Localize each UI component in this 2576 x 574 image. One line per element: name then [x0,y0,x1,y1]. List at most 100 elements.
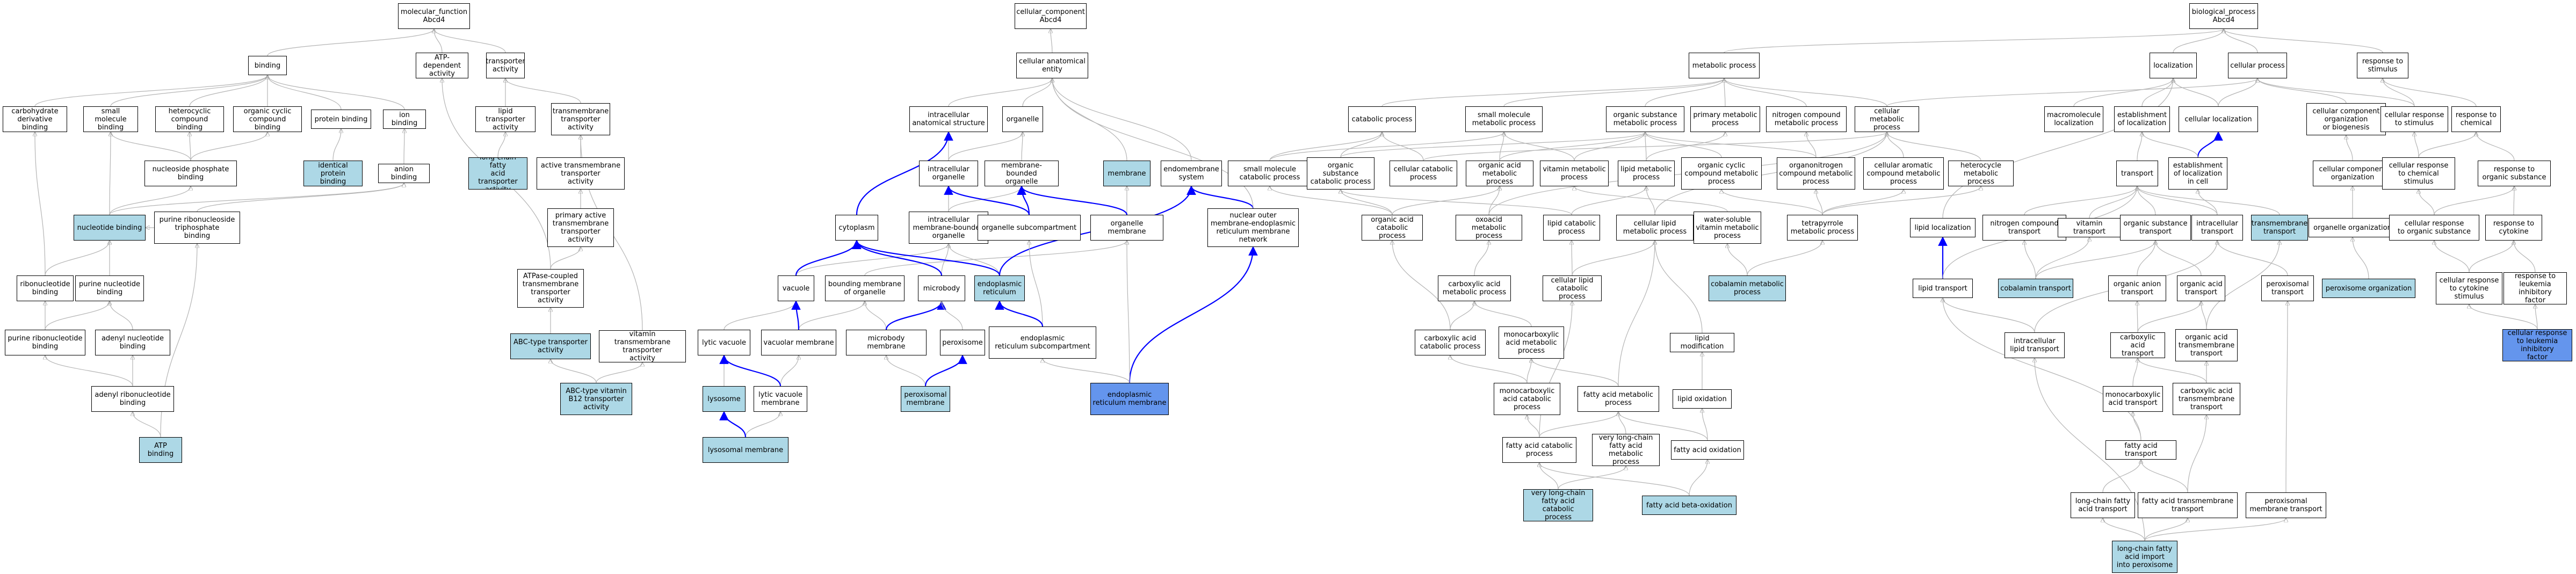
is-a-edge-ribonuc-to-nucbind [45,241,110,276]
is-a-edge-vitmp-to-smmp [1504,132,1575,161]
go-term-node-lipidtrans: lipid transport [1913,279,1973,298]
is-a-edge-lytvacmem-to-vacmem [780,355,799,387]
go-term-node-nitmp: nitrogen compound metabolic process [1766,106,1847,132]
is-a-edge-mbo-to-organelle [1022,132,1023,161]
go-term-node-organelle: organelle [1002,106,1043,132]
part-of-edge-er-to-cytoplasm [852,239,1001,276]
go-term-node-rtlif: response to leukemia inhibitory factor [2503,272,2567,304]
is-a-edge-cellmp-to-cellproc [1886,78,2257,107]
is-a-edge-oatmtrans-to-tmtrans [2206,241,2280,330]
part-of-edge-orgmem-to-mbo [1017,185,1128,215]
is-a-edge-protbind-to-binding [267,75,342,110]
go-term-node-lysmem: lysosomal membrane [703,437,788,463]
is-a-edge-lipmod-to-celllip [1655,241,1703,333]
go-term-node-celllipcat: cellular lipid catabolic process [1543,275,1602,301]
go-term-node-nucouter: nuclear outer membrane-endoplasmic retic… [1207,208,1299,247]
go-term-node-orgsub: organelle subcompartment [978,215,1081,241]
go-term-node-monomp: monocarboxylic acid metabolic process [1499,326,1564,359]
go-term-node-ribonuc: ribonucleotide binding [17,275,74,301]
go-term-node-lipidtr: lipid transporter activity [475,106,536,132]
go-term-node-peroxmtrans: peroxisomal membrane transport [2246,492,2326,518]
is-a-edge-carbmp-to-oxoacid [1474,241,1489,276]
go-term-node-rts: response to stimulus [2357,53,2408,78]
is-a-edge-lcfatr-to-lipidtr [497,132,505,158]
go-term-node-tmtr: transmembrane transporter activity [551,103,610,135]
go-term-node-purnuc: purine nucleotide binding [75,275,144,301]
is-a-edge-peroxmtrans-to-peroxtrans [2286,301,2288,493]
is-a-edge-onitmp-to-nitmp [1806,132,1817,158]
go-term-node-vacmem: vacuolar membrane [761,330,836,355]
is-a-edge-estlocc-to-estloc [2142,132,2198,158]
go-term-node-tetrap: tetrapyrrole metabolic process [1787,215,1858,241]
go-term-node-monotrans: monocarboxylic acid transport [2103,386,2163,412]
is-a-edge-metab-to-bp [1724,29,2224,53]
part-of-edge-estlocc-to-cellloc [2197,131,2223,158]
go-term-node-peroxtrans: peroxisomal transport [2261,275,2314,301]
is-a-edge-catmtrans-to-carbtrans [2138,358,2207,383]
go-term-node-orgorg: organelle organization [2309,218,2397,237]
is-a-edge-ntpbind-to-orgcyc [190,132,267,161]
is-a-edge-oacp-to-smcp [1270,186,1393,215]
is-a-edge-faox-to-lipox [1702,409,1708,441]
is-a-edge-nitmp-to-metab [1724,78,1807,107]
go-term-node-lysosome: lysosome [703,386,746,412]
is-a-edge-smallbind-to-binding [110,75,267,107]
go-term-node-atpdep: ATP-dependent activity [416,53,468,78]
is-a-edge-perox-to-microbody [942,301,963,330]
go-term-node-mbmem: microbody membrane [846,330,927,355]
go-term-node-actmt: active transmembrane transporter activit… [537,157,625,190]
go-term-node-oxoacid: oxoacid metabolic process [1456,215,1522,241]
go-term-node-metab: metabolic process [1689,53,1760,78]
go-term-node-mbo: membrane-bounded organelle [985,161,1059,186]
go-term-node-faox: fatty acid oxidation [1671,440,1744,460]
is-a-edge-cobaltrans-to-vittrans [2035,237,2089,279]
is-a-edge-cae-to-cc [1051,29,1052,53]
go-term-node-ionbind: ion binding [383,110,426,129]
go-term-node-purntp: purine ribonucleoside triphosphate bindi… [154,212,240,244]
go-term-node-vlcfamp: very long-chain fatty acid metabolic pro… [1592,434,1660,466]
is-a-edge-carbtrans-to-oacidtrans [2137,301,2201,333]
is-a-edge-cobaltrans-to-ostrans [2035,241,2155,279]
go-term-node-bp: biological_process Abcd4 [2189,3,2258,29]
is-a-edge-crtcs-to-rtchem [2418,132,2476,158]
is-a-edge-wsvit-to-vitmp [1574,186,1728,212]
is-a-edge-lcfaimport-to-lcfatrans [2103,518,2145,541]
go-term-node-cco: cellular component organization [2313,161,2392,186]
is-a-edge-lcfatrans-to-fatrans [2102,460,2141,493]
is-a-edge-purntp-to-anionbind [197,183,404,212]
is-a-edge-carbcat-to-oacp [1392,241,1451,330]
is-a-edge-adenyl-to-purnuc [110,301,133,330]
go-term-node-intraorg: intracellular organelle [919,161,978,186]
go-term-node-oscp: organic substance catabolic process [1307,157,1374,190]
go-term-node-celllip: cellular lipid metabolic process [1616,215,1694,241]
go-term-node-carbbind: carbohydrate derivative binding [3,106,67,132]
is-a-edge-ccob-to-cellproc [2257,78,2347,104]
is-a-edge-macroloc-to-localization [2073,78,2173,107]
go-term-node-catmtrans: carboxylic acid transmembrane transport [2173,383,2240,415]
is-a-edge-cellcat-to-catab [1382,132,1424,161]
go-term-node-occmp: organic cyclic compound metabolic proces… [1681,157,1762,190]
is-a-edge-crtlif-to-crtcyto [2469,304,2538,330]
go-term-node-vittrans: vitamin transport [2058,218,2121,237]
is-a-edge-abcb12-to-abctr [551,359,597,383]
is-a-edge-oamp-to-orgsubmp [1499,132,1645,161]
is-a-edge-ermem-to-orgmem [1127,241,1130,383]
is-a-edge-crtcyto-to-crtos [2434,241,2470,273]
is-a-edge-tetrap-to-hetmp [1822,186,1981,215]
is-a-edge-peroxorg-to-orgorg [2353,237,2369,279]
go-term-node-smmp: small molecule metabolic process [1465,106,1543,132]
go-term-node-adenylribo: adenyl ribonucleotide binding [91,386,174,412]
is-a-edge-boundmem-to-orgmem [864,241,1127,276]
is-a-edge-vittrans-to-transport [2089,186,2137,219]
is-a-edge-onitmp-to-orgsubmp [1645,132,1817,158]
go-term-node-orgcyc: organic cyclic compound binding [233,106,302,132]
go-term-node-lipmp: lipid metabolic process [1618,161,1675,186]
go-term-node-rtos: response to organic substance [2478,161,2551,186]
go-term-node-vitb: vitamin transmembrane transporter activi… [599,330,686,362]
is-a-edge-ribonuc-to-carbbind [35,132,46,276]
go-term-node-hetbind: heterocyclic compound binding [155,106,224,132]
is-a-edge-ias-to-cae [948,78,1052,107]
is-a-edge-intraorg-to-organelle [948,132,1023,161]
go-term-node-vacuole: vacuole [778,275,814,301]
is-a-edge-cellloc-to-localization [2173,78,2219,107]
